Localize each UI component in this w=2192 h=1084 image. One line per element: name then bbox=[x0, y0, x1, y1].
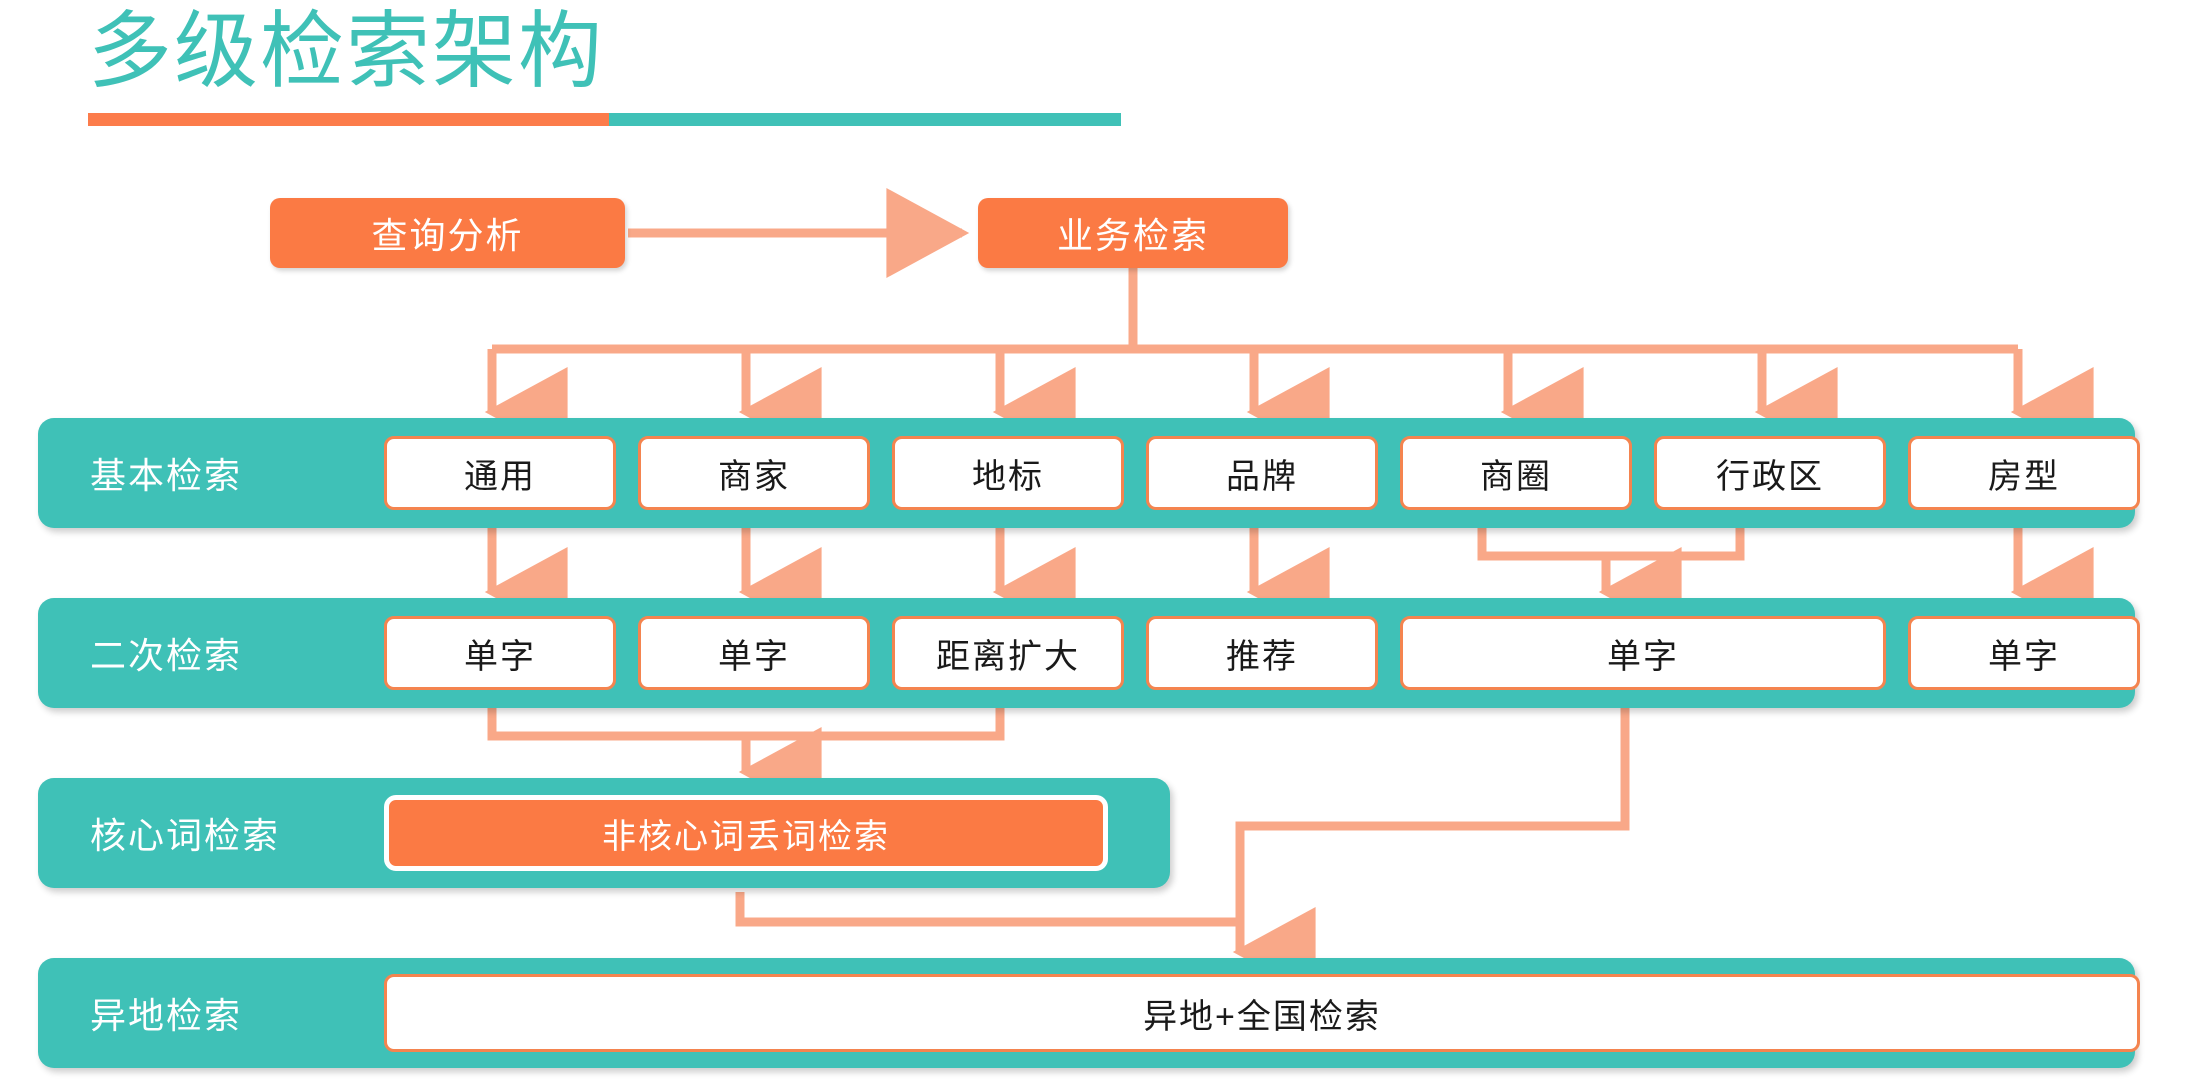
cell-label: 单字 bbox=[1607, 637, 1679, 676]
cell-label: 品牌 bbox=[1226, 457, 1298, 496]
cell-secondary-distance-expand[interactable]: 距离扩大 bbox=[892, 616, 1124, 690]
layer-secondary-search-label: 二次检索 bbox=[90, 635, 243, 676]
cell-basic-merchant[interactable]: 商家 bbox=[638, 436, 870, 510]
layer-basic-search: 基本检索 通用 商家 地标 品牌 商圈 行政区 房型 bbox=[38, 418, 2140, 528]
cell-label: 单字 bbox=[718, 637, 790, 676]
node-business-search[interactable]: 业务检索 bbox=[978, 198, 1288, 268]
layer-secondary-search: 二次检索 单字 单字 距离扩大 推荐 单字 单字 bbox=[38, 598, 2140, 708]
cell-basic-landmark[interactable]: 地标 bbox=[892, 436, 1124, 510]
cell-label: 异地+全国检索 bbox=[1143, 997, 1381, 1036]
layer-basic-search-label: 基本检索 bbox=[90, 455, 243, 496]
cell-label: 非核心词丢词检索 bbox=[602, 817, 890, 856]
title-rule-teal bbox=[609, 113, 1121, 126]
layer-core-word-search-label: 核心词检索 bbox=[90, 815, 281, 856]
cell-basic-brand[interactable]: 品牌 bbox=[1146, 436, 1378, 510]
cell-basic-room-type[interactable]: 房型 bbox=[1908, 436, 2140, 510]
cell-basic-district[interactable]: 行政区 bbox=[1654, 436, 1886, 510]
cell-label: 地标 bbox=[972, 457, 1044, 496]
cell-core-drop-noncore-word[interactable]: 非核心词丢词检索 bbox=[384, 795, 1108, 871]
cell-label: 单字 bbox=[1988, 637, 2060, 676]
cell-secondary-single-char-3[interactable]: 单字 bbox=[1400, 616, 1886, 690]
cell-label: 距离扩大 bbox=[936, 637, 1080, 676]
cell-secondary-single-char-4[interactable]: 单字 bbox=[1908, 616, 2140, 690]
node-business-search-label: 业务检索 bbox=[1056, 215, 1209, 256]
cell-secondary-single-char-2[interactable]: 单字 bbox=[638, 616, 870, 690]
node-query-analysis-label: 查询分析 bbox=[371, 215, 524, 256]
layer-remote-search: 异地检索 异地+全国检索 bbox=[38, 958, 2140, 1068]
cell-label: 商圈 bbox=[1480, 457, 1552, 496]
cell-label: 通用 bbox=[464, 457, 536, 496]
cell-basic-general[interactable]: 通用 bbox=[384, 436, 616, 510]
title-rule-orange bbox=[88, 113, 609, 126]
cell-label: 行政区 bbox=[1716, 457, 1824, 496]
cell-label: 房型 bbox=[1988, 457, 2060, 496]
cell-label: 商家 bbox=[718, 457, 790, 496]
page-title: 多级检索架构 bbox=[88, 4, 605, 98]
node-query-analysis[interactable]: 查询分析 bbox=[270, 198, 625, 268]
cell-label: 推荐 bbox=[1226, 637, 1298, 676]
cell-basic-business-district[interactable]: 商圈 bbox=[1400, 436, 1632, 510]
cell-secondary-recommend[interactable]: 推荐 bbox=[1146, 616, 1378, 690]
layer-remote-search-label: 异地检索 bbox=[90, 995, 243, 1036]
cell-label: 单字 bbox=[464, 637, 536, 676]
layer-core-word-search: 核心词检索 非核心词丢词检索 bbox=[38, 778, 1170, 888]
cell-secondary-single-char-1[interactable]: 单字 bbox=[384, 616, 616, 690]
cell-remote-nationwide-search[interactable]: 异地+全国检索 bbox=[384, 974, 2140, 1052]
